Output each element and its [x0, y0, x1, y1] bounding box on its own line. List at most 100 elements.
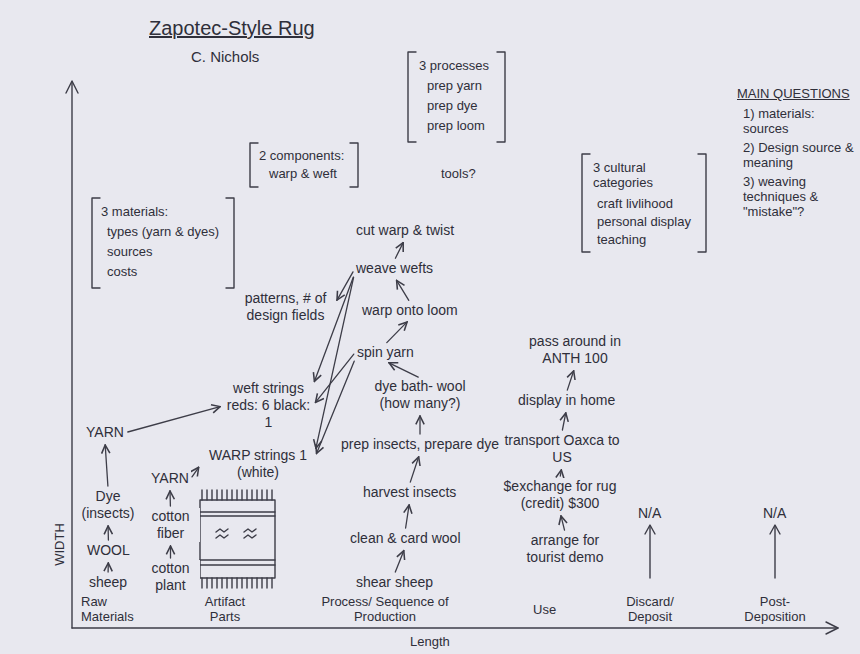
flow-arrow [567, 371, 573, 390]
flow-arrow [395, 551, 404, 572]
column-label: Post- Deposition [734, 594, 816, 624]
process-step: weave wefts [354, 260, 435, 277]
axis-label: WIDTH [52, 522, 67, 567]
flow-arrow [105, 445, 108, 486]
process-step: clean & card wool [348, 530, 463, 547]
process-step: warp onto loom [360, 302, 460, 319]
process-step: prep insects, prepare dye [339, 436, 501, 453]
step-text: spin yarn [357, 344, 414, 361]
column-label: Artifact Parts [189, 594, 261, 624]
step-text: Dye (insects) [77, 488, 139, 522]
process-step: Dye (insects) [75, 488, 141, 522]
step-text: arrange for tourist demo [510, 532, 620, 566]
bracket [350, 143, 358, 187]
flow-arrow [169, 491, 171, 506]
bracket-item: prep loom [426, 118, 486, 133]
bracket [226, 198, 234, 288]
flow-arrow [397, 280, 409, 300]
flow-arrow [128, 407, 220, 432]
bracket-item: warp & weft [268, 166, 338, 181]
bracket-item: personal display [596, 214, 692, 229]
bracket [698, 154, 706, 252]
bracket [92, 198, 100, 288]
step-text: weave wefts [356, 260, 433, 277]
bracket-item: costs [106, 264, 138, 279]
process-step: YARN [149, 470, 191, 487]
flow-arrow [170, 546, 171, 558]
question-item: 1) materials: sources [742, 106, 856, 136]
flow-arrow [395, 243, 403, 259]
step-text: display in home [518, 392, 615, 409]
bracket-item: types (yarn & dyes) [106, 224, 220, 239]
process-step: WOOL [85, 542, 132, 559]
step-text: $exchange for rug (credit) $300 [501, 478, 619, 512]
bracket-item: sources [106, 244, 154, 259]
author-name: C. Nichols [190, 48, 260, 66]
step-text: patterns, # of design fields [238, 290, 333, 324]
flow-arrow [192, 467, 199, 477]
step-text: warp onto loom [362, 302, 458, 319]
column-label: Discard/ Deposit [614, 594, 686, 624]
process-step: cotton fiber [141, 508, 200, 542]
flow-arrow [107, 563, 109, 572]
column-label: Raw Materials [80, 594, 144, 624]
step-text: YARN [86, 424, 124, 441]
step-text: transport Oaxca to US [502, 432, 622, 466]
axis-label: Length [409, 634, 451, 649]
axis-arrowhead [66, 81, 78, 93]
process-step: pass around in ANTH 100 [518, 333, 632, 367]
questions-heading: MAIN QUESTIONS [736, 86, 851, 101]
flow-arrow [107, 526, 109, 540]
step-text: weft strings reds: 6 black: 1 [226, 380, 311, 431]
na-arrow [774, 526, 775, 578]
flow-arrow [561, 516, 565, 530]
column-label: Process/ Sequence of Production [309, 594, 461, 624]
process-step: transport Oaxca to US [500, 432, 624, 466]
bracket-heading: 3 processes [418, 58, 490, 73]
bracket [408, 52, 416, 142]
process-step: dye bath- wool (how many?) [363, 378, 477, 412]
bracket [582, 154, 590, 252]
process-step: $exchange for rug (credit) $300 [499, 478, 621, 512]
flow-arrow [410, 457, 418, 482]
step-text: cotton plant [143, 560, 198, 594]
bracket-item: teaching [596, 232, 647, 247]
process-step: cotton plant [141, 560, 200, 594]
process-step: display in home [516, 392, 617, 409]
title: Zapotec-Style Rug [148, 16, 316, 40]
step-text: WARP strings 1 (white) [203, 447, 313, 481]
process-step: patterns, # of design fields [236, 290, 335, 324]
flow-arrow [389, 363, 418, 377]
process-step: WARP strings 1 (white) [201, 447, 315, 481]
process-step: YARN [84, 424, 126, 441]
flow-arrow [406, 505, 410, 528]
step-text: cotton fiber [143, 508, 198, 542]
width-axis [71, 82, 72, 628]
bracket-item: prep dye [426, 98, 479, 113]
process-step: harvest insects [361, 484, 458, 501]
process-step: cut warp & twist [354, 222, 456, 239]
question-item: 2) Design source & meaning [742, 140, 856, 170]
process-step: shear sheep [354, 574, 435, 591]
step-text: sheep [89, 574, 127, 591]
process-step: weft strings reds: 6 black: 1 [224, 380, 313, 431]
step-text: pass around in ANTH 100 [520, 333, 630, 367]
flow-arrow [419, 416, 420, 434]
bracket-heading: 2 components: [258, 148, 345, 163]
step-text: dye bath- wool (how many?) [365, 378, 475, 412]
bracket-item: prep yarn [426, 78, 483, 93]
na-arrowhead [770, 525, 780, 534]
bracket-item: craft livlihood [596, 196, 674, 211]
note: tools? [440, 166, 477, 181]
flow-arrow [560, 470, 561, 476]
length-axis [72, 627, 838, 628]
process-step: sheep [87, 574, 129, 591]
flow-arrow [387, 322, 407, 343]
bracket-heading: 3 materials: [100, 204, 169, 219]
step-text: YARN [151, 470, 189, 487]
na-note: N/A [637, 505, 662, 522]
step-text: clean & card wool [350, 530, 461, 547]
step-text: shear sheep [356, 574, 433, 591]
flow-arrow [562, 413, 565, 430]
step-text: prep insects, prepare dye [341, 436, 499, 453]
